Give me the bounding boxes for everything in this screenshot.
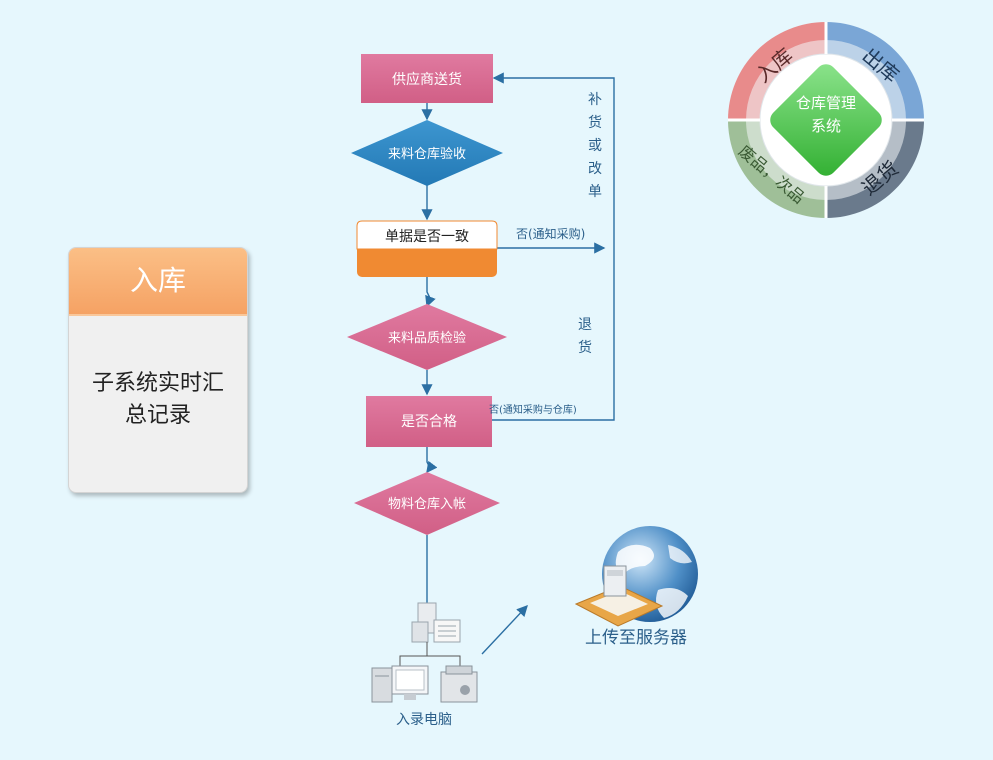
wheel-center-line1: 仓库管理 [796, 94, 856, 112]
supplier-delivery-label: 供应商送货 [392, 71, 462, 88]
document-match-label: 单据是否一致 [385, 229, 469, 245]
inbound-card: 入库 子系统实时汇总记录 [68, 247, 248, 493]
computer-network-icon [371, 602, 478, 703]
qualified-label: 是否合格 [401, 414, 457, 430]
svg-text:补: 补 [588, 92, 602, 108]
posting-label: 物料仓库入帐 [388, 496, 466, 512]
quality-check-node: 来料品质检验 [347, 304, 507, 370]
quality-check-label: 来料品质检验 [388, 330, 466, 346]
qualified-node: 是否合格 [366, 396, 492, 447]
wheel-center-line2: 系统 [811, 117, 841, 135]
svg-text:改: 改 [588, 161, 602, 177]
receive-check-node: 来料仓库验收 [351, 120, 503, 186]
svg-text:货: 货 [588, 114, 602, 131]
svg-text:或: 或 [588, 138, 602, 154]
svg-text:单: 单 [588, 184, 602, 200]
inbound-card-body: 子系统实时汇总记录 [91, 371, 224, 428]
connectors [421, 72, 615, 655]
receive-check-label: 来料仓库验收 [388, 146, 466, 162]
inbound-card-title: 入库 [69, 248, 247, 316]
replenish-label: 补 货 或 改 单 [588, 92, 602, 200]
warehouse-system-wheel: 仓库管理 系统 入库 出库 退货 废品，次品 [728, 22, 924, 218]
svg-text:退: 退 [578, 317, 592, 333]
entry-pc-label: 入录电脑 [396, 712, 452, 728]
upload-server-label: 上传至服务器 [585, 628, 687, 648]
return-goods-label: 退 货 [578, 317, 592, 356]
globe-server-icon [574, 526, 698, 627]
no-notify-purchase-warehouse-label: 否(通知采购与仓库) [489, 403, 577, 416]
no-notify-purchase-label: 否(通知采购) [516, 226, 585, 241]
document-match-node: 单据是否一致 [356, 220, 498, 277]
svg-text:货: 货 [578, 339, 592, 356]
supplier-delivery-node: 供应商送货 [361, 54, 493, 103]
posting-node: 物料仓库入帐 [354, 472, 500, 535]
